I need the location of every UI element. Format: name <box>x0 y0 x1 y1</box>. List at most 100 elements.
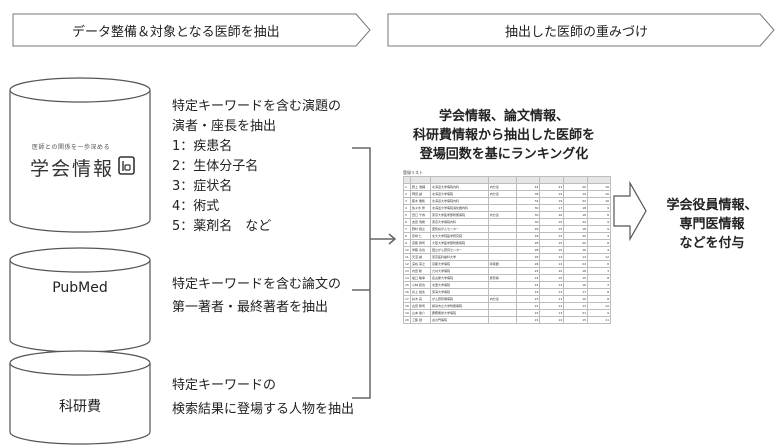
table-cell: 20 <box>563 239 589 247</box>
table-cell: 21 <box>563 309 589 317</box>
table-cell: 10 <box>539 267 565 275</box>
table-cell: 24 <box>515 281 541 289</box>
table-cell: 22 <box>515 309 541 317</box>
table-cell: 15 <box>539 232 565 240</box>
gakkai-desc-line: 4：術式 <box>172 199 220 214</box>
table-cell: 12 <box>539 302 565 310</box>
table-cell: 15 <box>403 281 411 289</box>
table-cell: 12 <box>539 281 565 289</box>
table-cell: 藤木 雅則 <box>409 197 431 205</box>
ranking-table-title: 登録リスト <box>403 170 423 175</box>
cylinder-gakkai <box>9 77 151 233</box>
table-cell <box>487 281 517 289</box>
gakkai-desc-line: 1：疾患名 <box>172 139 233 154</box>
table-cell: 12 <box>403 260 411 268</box>
table-cell: 佐々木 修 <box>409 204 431 212</box>
merge-bracket <box>352 147 371 399</box>
table-cell: 虎の門病院 <box>429 316 489 324</box>
table-cell: 鈴木 亮 <box>409 295 431 303</box>
ranking-heading: 学会情報、論文情報、 科研費情報から抽出した医師を 登場回数を基にランキング化 <box>388 107 620 164</box>
result-line: 学会役員情報、 <box>666 198 758 213</box>
table-cell: 斎藤 昇司 <box>409 239 431 247</box>
table-cell: 呼吸器 <box>487 260 517 268</box>
table-cell: 19 <box>403 309 411 317</box>
table-cell: 京都大学病院 <box>429 260 489 268</box>
table-cell: 24 <box>515 274 541 282</box>
table-cell: 工藤 健 <box>409 316 431 324</box>
result-text: 学会役員情報、 専門医情報 などを付与 <box>646 196 778 253</box>
table-cell: 東京大学病院内科 <box>429 218 489 226</box>
table-cell: 1 <box>403 183 411 191</box>
table-cell: 12 <box>587 302 611 310</box>
table-cell: 19 <box>539 190 565 198</box>
table-cell: 15 <box>539 274 565 282</box>
table-cell: 古田 隆司 <box>409 302 431 310</box>
table-cell: 14 <box>539 253 565 261</box>
table-cell <box>487 225 517 233</box>
database-cylinders <box>9 77 151 445</box>
table-cell: 16 <box>563 281 589 289</box>
table-cell: 9 <box>587 218 611 226</box>
table-cell <box>487 239 517 247</box>
gakkai-desc-line: 特定キーワードを含む演題の <box>172 99 342 114</box>
table-cell: 北大大学院医学研究院 <box>429 232 489 240</box>
table-cell: 19 <box>539 197 565 205</box>
book-icon <box>118 156 135 175</box>
table-header-cell <box>539 176 565 184</box>
table-cell <box>487 302 517 310</box>
table-cell: 6 <box>403 218 411 226</box>
table-cell: 8 <box>587 211 611 219</box>
arrow-to-ranking-head <box>388 233 397 245</box>
kakenhi-label: 科研費 <box>59 399 101 415</box>
process-chevrons <box>12 13 775 47</box>
table-cell: 22 <box>563 197 589 205</box>
result-line: などを付与 <box>679 236 745 251</box>
table-cell: 19 <box>563 190 589 198</box>
table-cell: 23 <box>515 295 541 303</box>
table-cell: 22 <box>563 260 589 268</box>
table-cell: 26 <box>563 183 589 191</box>
step1-label: データ整備＆対象となる医師を抽出 <box>72 25 280 40</box>
table-cell: 7 <box>403 225 411 233</box>
table-cell: 12 <box>587 253 611 261</box>
table-cell: 9 <box>587 225 611 233</box>
pubmed-desc-line: 特定キーワードを含む論文の <box>172 277 342 292</box>
table-cell: 名古屋大学病院 <box>429 274 489 282</box>
step1-chevron <box>12 13 371 47</box>
table-cell: 23 <box>515 288 541 296</box>
table-cell: 田口 千春 <box>409 211 431 219</box>
table-cell: 原崎 仁 <box>409 232 431 240</box>
table-cell: 北海道大学病院内科 <box>429 183 489 191</box>
table-cell: 伊藤 竜也 <box>409 246 431 254</box>
table-cell: 東海大学病院 <box>429 288 489 296</box>
gakkai-desc-line: 5：薬剤名 など <box>172 219 272 234</box>
table-cell: 18 <box>563 225 589 233</box>
ranking-heading-line: 学会情報、論文情報、 <box>438 109 569 124</box>
table-cell: 東京医科歯科大学 <box>429 253 489 261</box>
table-cell: 21 <box>539 183 565 191</box>
table-cell: 横浜市立大学附属病院 <box>429 302 489 310</box>
table-header-cell <box>403 176 411 184</box>
table-cell: 北海道大学病院内科 <box>429 197 489 205</box>
table-cell: 膠原病 <box>487 274 517 282</box>
table-cell: 8 <box>587 239 611 247</box>
gakkai-desc-line: 3：症状名 <box>172 179 233 194</box>
gakkai-logo-tagline: 医師との関係を一歩深める <box>32 144 110 151</box>
table-cell: 山本 俊介 <box>409 309 431 317</box>
table-cell: 12 <box>539 316 565 324</box>
table-cell: 17 <box>403 295 411 303</box>
table-cell: 13 <box>403 267 411 275</box>
table-cell: 野村 賢之 <box>409 225 431 233</box>
kakenhi-description: 特定キーワードの 検索結果に登場する人物を抽出 <box>172 374 354 422</box>
table-cell: 16 <box>539 211 565 219</box>
arrow-to-result <box>613 180 647 242</box>
table-cell: 3 <box>587 267 611 275</box>
table-cell: 16 <box>563 246 589 254</box>
pubmed-label: PubMed <box>52 280 108 296</box>
table-cell: 29 <box>515 225 541 233</box>
